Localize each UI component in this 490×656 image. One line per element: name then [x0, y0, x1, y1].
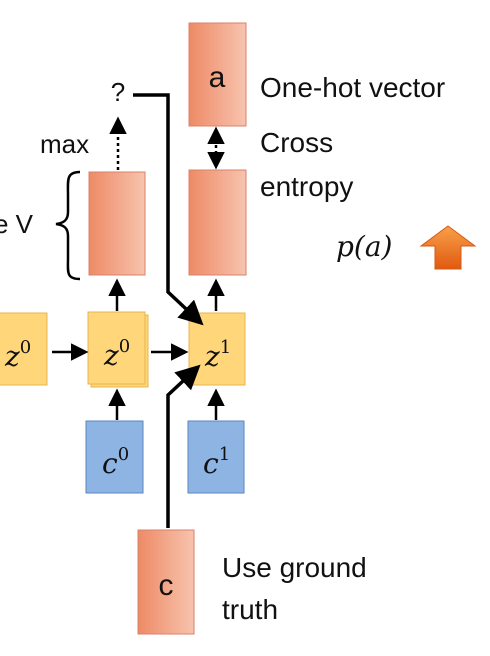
- one-hot-vector-label: One-hot vector: [260, 72, 445, 103]
- c1-label: c1: [203, 444, 230, 480]
- a-output-box: [188, 22, 247, 127]
- max-label: max: [40, 129, 89, 159]
- a-box-label: a: [209, 61, 226, 94]
- context-c0-box: [85, 420, 144, 494]
- c0-label: c0: [102, 444, 129, 480]
- curly-brace: [55, 170, 81, 281]
- context-c1-box: [187, 420, 245, 494]
- truth-label: truth: [222, 594, 278, 625]
- cross-label: Cross: [260, 127, 333, 158]
- z-prev-label: z0: [4, 337, 31, 373]
- up-arrow-icon: [419, 225, 477, 270]
- c-input-box: [137, 529, 195, 635]
- z0-label: z0: [103, 336, 130, 372]
- entropy-label: entropy: [260, 171, 353, 202]
- line-c-to-z1: [166, 364, 201, 528]
- use-ground-label: Use ground: [222, 552, 367, 583]
- softmax-output-box-0: [88, 171, 146, 276]
- line-question-to-z1: [133, 93, 204, 326]
- c-box-label: c: [159, 569, 174, 602]
- softmax-output-box-1: [188, 169, 247, 276]
- question-mark-label: ?: [111, 77, 125, 107]
- p-a-label: p(a): [336, 230, 392, 263]
- z1-label: z1: [204, 337, 231, 373]
- size-v-label: e V: [0, 209, 34, 239]
- hidden-state-prev: [0, 312, 48, 386]
